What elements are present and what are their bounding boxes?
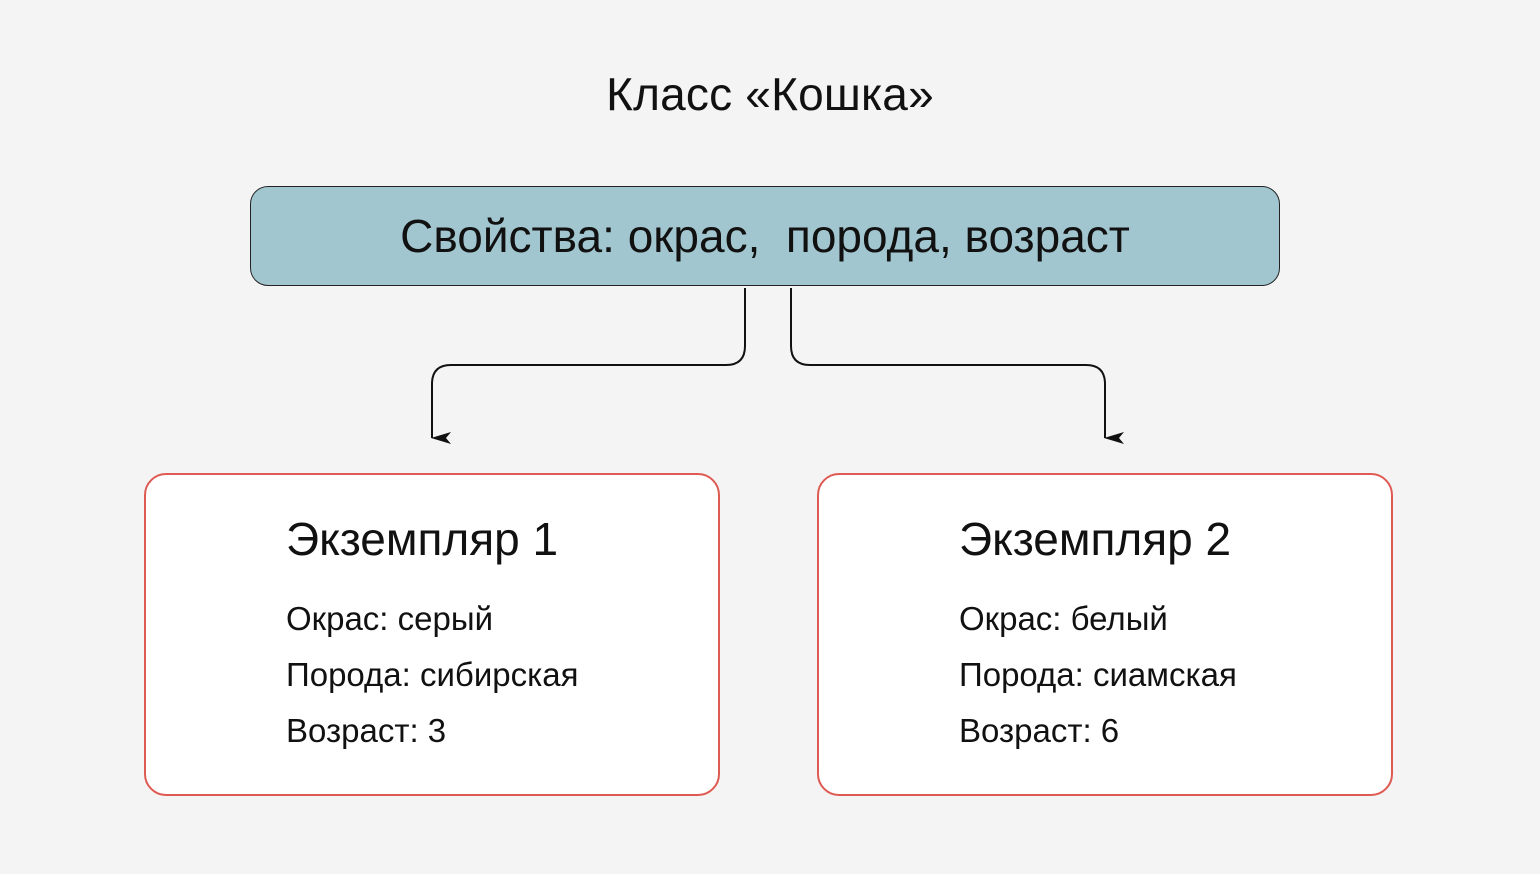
class-properties-label: Свойства: окрас, порода, возраст — [400, 210, 1130, 262]
instance-1-card: Экземпляр 1 Окрас: серый Порода: сибирск… — [144, 473, 720, 796]
instance-2-breed: Порода: сиамская — [959, 656, 1237, 693]
instance-1-age: Возраст: 3 — [286, 712, 447, 749]
arrow-to-instance-1 — [431, 288, 746, 444]
instance-2-title: Экземпляр 2 — [959, 513, 1232, 565]
instance-2-age: Возраст: 6 — [959, 712, 1120, 749]
instance-2-color: Окрас: белый — [959, 600, 1168, 637]
arrow-to-instance-2 — [790, 288, 1124, 444]
instance-1-title: Экземпляр 1 — [286, 513, 559, 565]
instance-1-color: Окрас: серый — [286, 600, 494, 637]
class-properties-box: Свойства: окрас, порода, возраст — [250, 186, 1280, 286]
class-title: Класс «Кошка» — [606, 68, 934, 120]
instance-1-breed: Порода: сибирская — [286, 656, 579, 693]
instance-2-card: Экземпляр 2 Окрас: белый Порода: сиамска… — [817, 473, 1393, 796]
